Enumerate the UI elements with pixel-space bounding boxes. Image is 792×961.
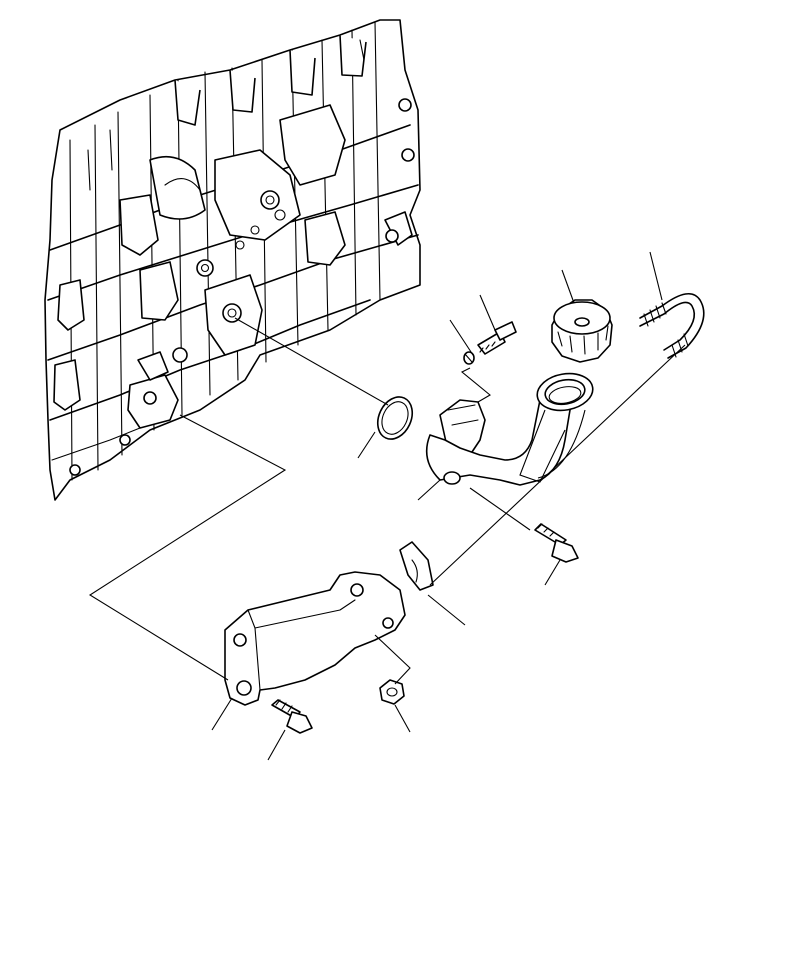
oil-filler-tube: [425, 372, 594, 486]
tube-clamp: [399, 541, 434, 591]
level-sensor-switch: [477, 321, 517, 355]
leader-lines: [88, 251, 686, 761]
oil-filler-cap: [551, 299, 613, 363]
flange-nut: [379, 679, 405, 705]
o-ring: [376, 396, 414, 440]
support-bracket: [224, 571, 406, 706]
flange-bolt: [534, 523, 579, 563]
bracket-bolt: [271, 699, 313, 734]
engine-block: [44, 19, 421, 501]
breather-hose: [639, 293, 705, 359]
clip: [463, 351, 475, 365]
